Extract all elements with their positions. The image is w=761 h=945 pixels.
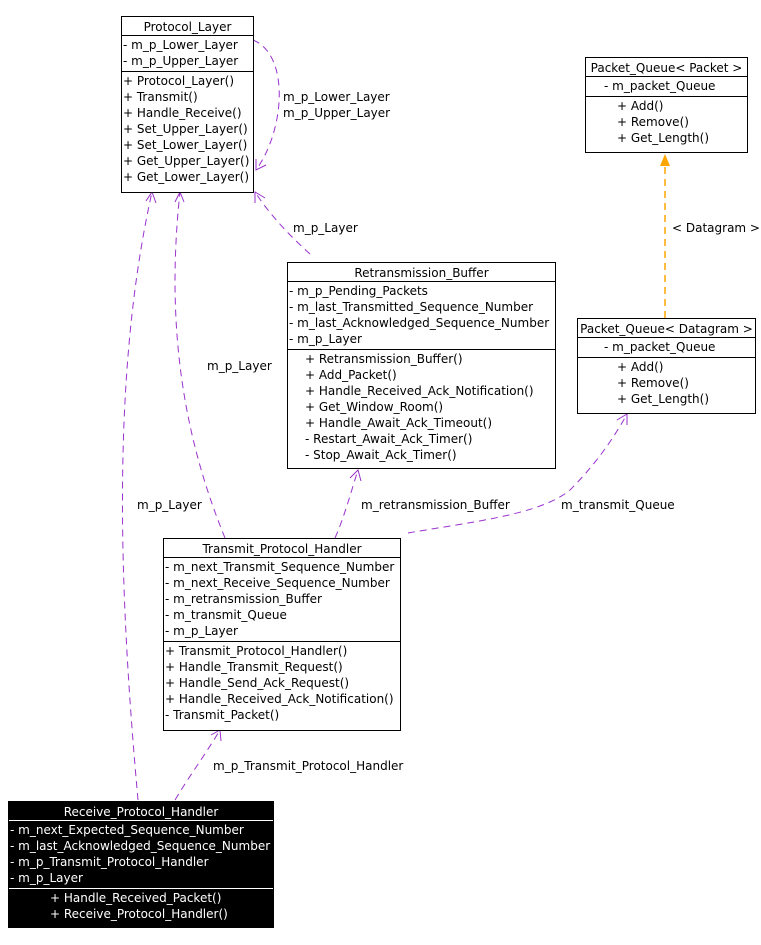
method: + Set_Upper_Layer(): [123, 122, 248, 136]
class-name: Transmit_Protocol_Handler: [164, 539, 400, 558]
attributes-section: - m_packet_Queue: [586, 77, 747, 97]
class-name: Packet_Queue< Packet >: [586, 58, 747, 77]
methods-section: + Retransmission_Buffer() + Add_Packet()…: [288, 350, 555, 465]
method: - Restart_Await_Ack_Timer(): [305, 432, 473, 446]
method: + Receive_Protocol_Handler(): [50, 907, 228, 921]
method: + Handle_Await_Ack_Timeout(): [305, 416, 493, 430]
attribute: - m_p_Pending_Packets: [289, 284, 428, 298]
method: - Stop_Await_Ack_Timer(): [305, 448, 457, 462]
method: + Add(): [617, 360, 664, 374]
methods-section: + Protocol_Layer() + Transmit() + Handle…: [122, 72, 253, 187]
method: + Handle_Transmit_Request(): [165, 660, 343, 674]
arrowhead-queue: [616, 413, 628, 425]
attribute: - m_last_Acknowledged_Sequence_Number: [10, 839, 271, 853]
attribute: - m_p_Layer: [165, 624, 238, 638]
attribute: - m_p_Layer: [289, 332, 362, 346]
edge-label-tph-layer: m_p_Layer: [207, 359, 272, 373]
attribute: - m_p_Lower_Layer: [123, 38, 238, 52]
class-name: Packet_Queue< Datagram >: [578, 319, 755, 338]
edge-label-lower-layer: m_p_Lower_Layer: [283, 90, 390, 104]
attribute: - m_retransmission_Buffer: [165, 592, 322, 606]
method: + Add_Packet(): [305, 368, 397, 382]
attribute: - m_next_Expected_Sequence_Number: [10, 823, 244, 837]
edge-label-retransmission-buffer: m_retransmission_Buffer: [361, 498, 510, 512]
edge-label-transmit-handler: m_p_Transmit_Protocol_Handler: [213, 759, 404, 773]
method: + Remove(): [617, 115, 689, 129]
attribute: - m_p_Transmit_Protocol_Handler: [10, 855, 209, 869]
edge-label-template: < Datagram >: [672, 221, 760, 235]
attribute: - m_p_Layer: [10, 871, 83, 885]
edge-transmit-to-queue: [407, 413, 628, 534]
class-packet-queue-datagram[interactable]: Packet_Queue< Datagram > - m_packet_Queu…: [577, 318, 756, 414]
class-retransmission-buffer[interactable]: Retransmission_Buffer - m_p_Pending_Pack…: [287, 262, 556, 469]
edge-label-upper-layer: m_p_Upper_Layer: [283, 106, 391, 120]
attribute: - m_p_Upper_Layer: [123, 54, 239, 68]
arrowhead-self: [255, 159, 267, 171]
methods-section: + Add() + Remove() + Get_Length(): [578, 358, 755, 409]
edge-label-rph-layer: m_p_Layer: [137, 498, 202, 512]
edge-label-rb-layer: m_p_Layer: [293, 221, 358, 235]
method: + Handle_Received_Ack_Notification(): [165, 692, 394, 706]
method: - Transmit_Packet(): [165, 708, 280, 722]
attribute: - m_next_Transmit_Sequence_Number: [165, 560, 395, 574]
edge-receive-to-protocol: [121, 191, 153, 801]
method: + Get_Upper_Layer(): [123, 154, 250, 168]
method: + Handle_Send_Ack_Request(): [165, 676, 350, 690]
class-packet-queue-packet[interactable]: Packet_Queue< Packet > - m_packet_Queue …: [585, 57, 748, 153]
class-name: Protocol_Layer: [122, 17, 253, 36]
edge-receive-to-transmit: [174, 729, 221, 801]
method: + Transmit_Protocol_Handler(): [165, 644, 348, 658]
attribute: - m_next_Receive_Sequence_Number: [165, 576, 390, 590]
attributes-section: - m_next_Transmit_Sequence_Number - m_ne…: [164, 558, 400, 642]
methods-section: + Handle_Received_Packet() + Receive_Pro…: [9, 889, 273, 924]
methods-section: + Transmit_Protocol_Handler() + Handle_T…: [164, 642, 400, 725]
attributes-section: - m_p_Lower_Layer - m_p_Upper_Layer: [122, 36, 253, 72]
attributes-section: - m_next_Expected_Sequence_Number - m_la…: [9, 821, 273, 889]
method: + Handle_Received_Ack_Notification(): [305, 384, 534, 398]
methods-section: + Add() + Remove() + Get_Length(): [586, 97, 747, 148]
arrowhead-rb: [254, 191, 266, 203]
attributes-section: - m_packet_Queue: [578, 338, 755, 358]
method: + Set_Lower_Layer(): [123, 138, 248, 152]
class-receive-protocol-handler[interactable]: Receive_Protocol_Handler - m_next_Expect…: [8, 801, 274, 928]
method: + Transmit(): [123, 90, 198, 104]
attribute: - m_packet_Queue: [604, 340, 716, 354]
attribute: - m_packet_Queue: [604, 79, 716, 93]
method: + Retransmission_Buffer(): [305, 352, 463, 366]
arrowhead-tph: [174, 190, 185, 203]
class-name: Receive_Protocol_Handler: [9, 802, 273, 821]
attributes-section: - m_p_Pending_Packets - m_last_Transmitt…: [288, 282, 555, 350]
class-transmit-protocol-handler[interactable]: Transmit_Protocol_Handler - m_next_Trans…: [163, 538, 401, 731]
method: + Protocol_Layer(): [123, 74, 235, 88]
edge-self-association: [252, 39, 280, 171]
arrowhead-transmit: [210, 729, 222, 742]
arrowhead-retrans: [349, 469, 362, 482]
class-protocol-layer[interactable]: Protocol_Layer - m_p_Lower_Layer - m_p_U…: [121, 16, 254, 193]
attribute: - m_last_Acknowledged_Sequence_Number: [289, 316, 550, 330]
class-name: Retransmission_Buffer: [288, 263, 555, 282]
method: + Handle_Receive(): [123, 106, 242, 120]
edge-retransmission-to-protocol: [254, 191, 311, 255]
method: + Get_Lower_Layer(): [123, 170, 250, 184]
edge-transmit-to-retransmission: [334, 469, 359, 539]
attribute: - m_transmit_Queue: [165, 608, 287, 622]
edge-transmit-to-protocol: [174, 191, 226, 539]
method: + Get_Length(): [617, 392, 710, 406]
method: + Handle_Received_Packet(): [50, 891, 222, 905]
arrowhead-template: [660, 154, 670, 166]
method: + Remove(): [617, 376, 689, 390]
method: + Get_Window_Room(): [305, 400, 444, 414]
method: + Add(): [617, 99, 664, 113]
method: + Get_Length(): [617, 131, 710, 145]
edge-label-transmit-queue: m_transmit_Queue: [561, 498, 675, 512]
attribute: - m_last_Transmitted_Sequence_Number: [289, 300, 534, 314]
